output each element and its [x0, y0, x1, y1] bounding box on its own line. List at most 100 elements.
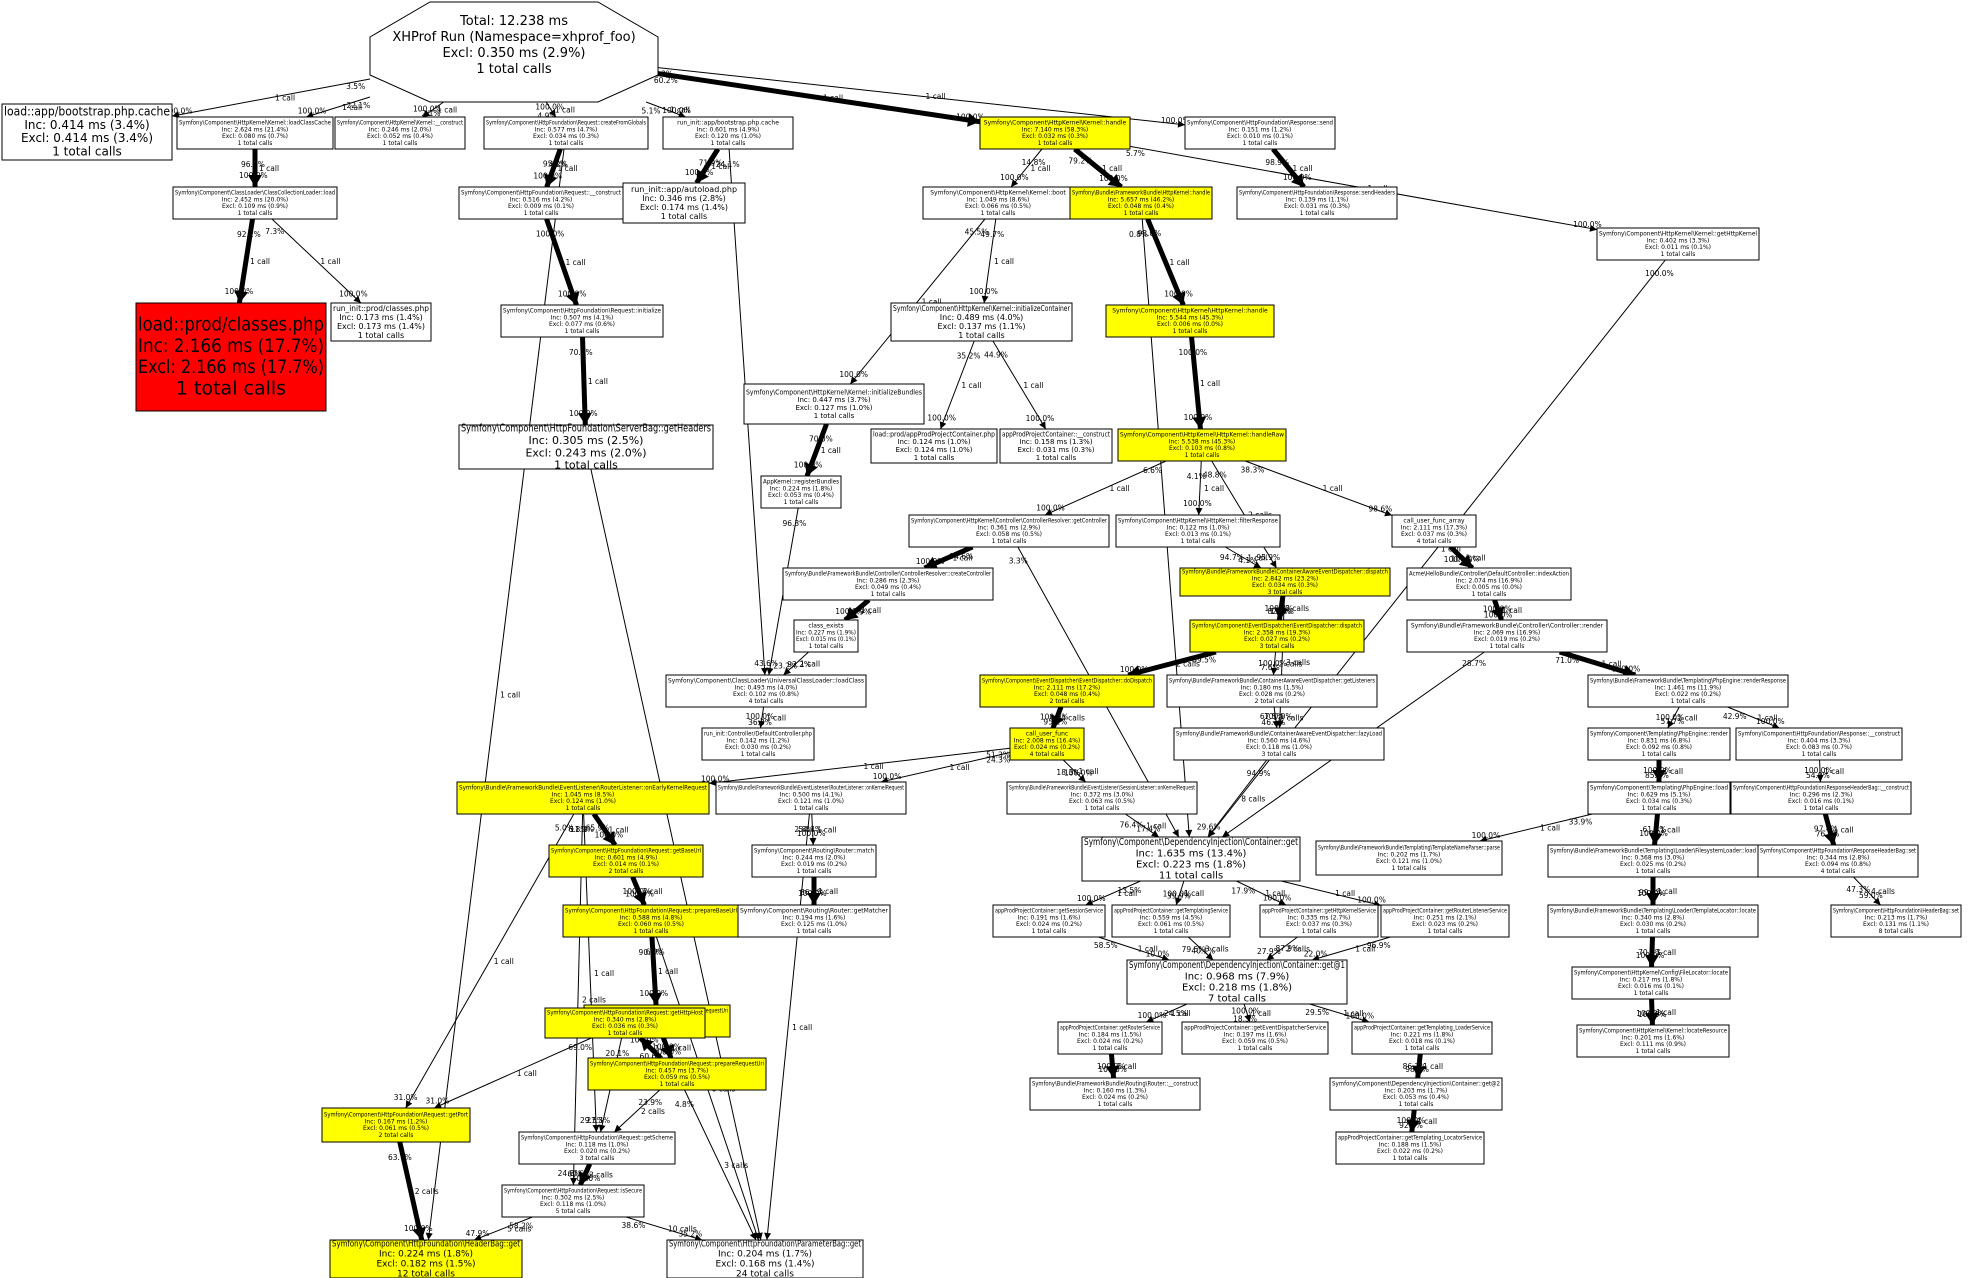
root-node[interactable]: Total: 12.238 ms XHProf Run (Namespace=x… — [369, 1, 659, 103]
node-kernel_construct[interactable]: Symfony\Component\HttpKernel\Kernel::__c… — [334, 116, 466, 150]
node-exclusive-time: Excl: 0.111 ms (0.9%) — [1620, 1041, 1686, 1048]
node-initializeBundles[interactable]: Symfony\Component\HttpKernel\Kernel::ini… — [743, 383, 925, 425]
node-createController[interactable]: Symfony\Bundle\FrameworkBundle\Controlle… — [782, 567, 994, 601]
node-container_construct[interactable]: appProdProjectContainer::__constructInc:… — [999, 428, 1113, 464]
node-controller_render[interactable]: Symfony\Bundle\FrameworkBundle\Controlle… — [1406, 619, 1608, 653]
node-filterResponse[interactable]: Symfony\Component\HttpKernel\HttpKernel:… — [1115, 514, 1281, 548]
node-isSecure[interactable]: Symfony\Component\HttpFoundation\Request… — [501, 1184, 645, 1218]
node-kernel_boot[interactable]: Symfony\Component\HttpKernel\Kernel::boo… — [922, 186, 1074, 220]
node-getScheme[interactable]: Symfony\Component\HttpFoundation\Request… — [518, 1131, 676, 1165]
node-headerBag_set[interactable]: Symfony\Component\HttpFoundation\HeaderB… — [1830, 904, 1962, 938]
node-router_match[interactable]: Symfony\Component\Routing\Router::matchI… — [751, 844, 877, 878]
edge-arrowhead — [1107, 173, 1122, 187]
node-container_get2[interactable]: Symfony\Component\DependencyInjection\Co… — [1329, 1077, 1503, 1111]
node-loadClassCache[interactable]: Symfony\Component\HttpKernel\Kernel::loa… — [176, 116, 334, 150]
node-load_container[interactable]: load::prod/appProdProjectContainer.phpIn… — [870, 428, 998, 464]
node-httpkernel_handle3[interactable]: Symfony\Component\HttpKernel\HttpKernel:… — [1105, 304, 1275, 338]
node-universalClassLoader[interactable]: Symfony\Component\ClassLoader\UniversalC… — [665, 674, 867, 708]
node-locateResource[interactable]: Symfony\Component\HttpKernel\Kernel::loc… — [1576, 1024, 1730, 1058]
node-runinit_defaultController[interactable]: run_init::Controller/DefaultController.p… — [701, 727, 815, 761]
node-responseHeaderBag_construct[interactable]: Symfony\Component\HttpFoundation\Respons… — [1730, 781, 1912, 815]
node-getTemplating_LoaderService[interactable]: appProdProjectContainer::getTemplating_L… — [1351, 1021, 1493, 1055]
node-getSessionService[interactable]: appProdProjectContainer::getSessionServi… — [992, 904, 1106, 938]
edge-tail-percent: 99.1% — [1639, 888, 1663, 897]
node-eventDispatcher_dispatch[interactable]: Symfony\Component\EventDispatcher\EventD… — [1189, 619, 1365, 653]
node-box — [622, 182, 746, 224]
node-request_initialize[interactable]: Symfony\Component\HttpFoundation\Request… — [500, 304, 664, 338]
node-parameterBag_get[interactable]: Symfony\Component\HttpFoundation\Paramet… — [666, 1239, 864, 1278]
node-getRouterListenerService[interactable]: appProdProjectContainer::getRouterListen… — [1380, 904, 1510, 938]
node-box — [458, 186, 624, 220]
node-container_get[interactable]: Symfony\Component\DependencyInjection\Co… — [1081, 836, 1301, 882]
node-call-count: 1 total calls — [608, 1030, 643, 1037]
node-serverbag_getHeaders[interactable]: Symfony\Component\HttpFoundation\ServerB… — [458, 422, 714, 472]
edge-call-count: 1 call — [817, 826, 837, 835]
node-httpkernel_handle[interactable]: Symfony\Component\HttpKernel\Kernel::han… — [979, 116, 1131, 150]
node-phpEngine_load[interactable]: Symfony\Component\Templating\PhpEngine::… — [1587, 781, 1731, 815]
node-call-count: 1 total calls — [1642, 805, 1677, 812]
node-onKernelRequest[interactable]: Symfony\Bundle\FrameworkBundle\EventList… — [715, 781, 907, 815]
node-getHttpKernel[interactable]: Symfony\Component\HttpKernel\Kernel::get… — [1596, 227, 1760, 261]
node-createFromGlobals[interactable]: Symfony\Component\HttpFoundation\Request… — [483, 116, 649, 150]
node-filesystemLoader_load[interactable]: Symfony\Bundle\FrameworkBundle\Templatin… — [1547, 844, 1759, 878]
node-getListeners[interactable]: Symfony\Bundle\FrameworkBundle\Container… — [1166, 674, 1378, 708]
node-response_construct[interactable]: Symfony\Component\HttpFoundation\Respons… — [1735, 727, 1903, 761]
node-prepareBaseUrl[interactable]: Symfony\Component\HttpFoundation\Request… — [562, 904, 740, 938]
node-defaultController_index[interactable]: Acme\HelloBundle\Controller\DefaultContr… — [1406, 567, 1572, 601]
node-templating_renderResponse[interactable]: Symfony\Bundle\FrameworkBundle\Templatin… — [1587, 674, 1789, 708]
node-getBaseUrl[interactable]: Symfony\Component\HttpFoundation\Request… — [548, 844, 704, 878]
node-lazyLoad[interactable]: Symfony\Bundle\FrameworkBundle\Container… — [1173, 727, 1385, 761]
node-sessionListener[interactable]: Symfony\Bundle\FrameworkBundle\EventList… — [1006, 781, 1198, 815]
node-phpEngine_render[interactable]: Symfony\Component\Templating\PhpEngine::… — [1587, 727, 1731, 761]
edge-arrowhead — [850, 376, 858, 384]
node-getMatcher[interactable]: Symfony\Component\Routing\Router::getMat… — [737, 904, 891, 938]
node-call-count: 3 total calls — [1262, 751, 1297, 758]
node-getHttpHost[interactable]: Symfony\Component\HttpFoundation\Request… — [544, 1007, 706, 1039]
node-doDispatch[interactable]: Symfony\Component\EventDispatcher\EventD… — [979, 674, 1155, 708]
node-responseHeaderBag_set[interactable]: Symfony\Component\HttpFoundation\Respons… — [1757, 844, 1919, 878]
node-templateLocator_locate[interactable]: Symfony\Bundle\FrameworkBundle\Templatin… — [1547, 904, 1759, 938]
node-classCollectionLoader[interactable]: Symfony\Component\ClassLoader\ClassColle… — [172, 186, 338, 220]
node-getEventDispatcherService[interactable]: appProdProjectContainer::getEventDispatc… — [1181, 1021, 1329, 1055]
edge-tail-percent: 94.9% — [847, 607, 871, 616]
node-getRouterService[interactable]: appProdProjectContainer::getRouterServic… — [1057, 1021, 1163, 1055]
node-inclusive-time: Inc: 0.968 ms (7.9%) — [1185, 971, 1290, 982]
edge-line — [684, 1089, 757, 1241]
node-containerAwareDispatch[interactable]: Symfony\Bundle\FrameworkBundle\Container… — [1179, 567, 1391, 597]
edge-line — [1558, 649, 1637, 678]
edge-tail-percent: 100.0% — [1484, 610, 1513, 619]
edge-tail-percent: 60.2% — [654, 76, 678, 85]
node-onEarlyKernelRequest[interactable]: Symfony\Bundle\FrameworkBundle\EventList… — [456, 781, 710, 815]
edge-tail-percent: 17.5% — [1270, 607, 1294, 616]
edge-call-count: 1 call — [1031, 164, 1051, 173]
node-getTemplatingService[interactable]: appProdProjectContainer::getTemplatingSe… — [1111, 904, 1231, 938]
node-getController[interactable]: Symfony\Component\HttpKernel\Controller\… — [908, 514, 1110, 548]
node-initializeContainer[interactable]: Symfony\Component\HttpKernel\Kernel::ini… — [890, 302, 1073, 342]
node-fileLocator_locate[interactable]: Symfony\Component\HttpKernel\Config\File… — [1571, 966, 1731, 1000]
edge-head-percent: 27.3% — [586, 1116, 610, 1125]
node-router_construct[interactable]: Symfony\Bundle\FrameworkBundle\Routing\R… — [1029, 1077, 1201, 1111]
node-headerBag_get[interactable]: Symfony\Component\HttpFoundation\HeaderB… — [329, 1239, 523, 1278]
node-httpkernel_handle2[interactable]: Symfony\Bundle\FrameworkBundle\HttpKerne… — [1069, 186, 1213, 220]
node-exclusive-time: Excl: 0.020 ms (0.2%) — [564, 1148, 630, 1155]
node-handleRaw[interactable]: Symfony\Component\HttpKernel\HttpKernel:… — [1117, 428, 1287, 462]
node-sendHeaders[interactable]: Symfony\Component\HttpFoundation\Respons… — [1236, 186, 1398, 220]
node-request_construct[interactable]: Symfony\Component\HttpFoundation\Request… — [458, 186, 624, 220]
node-getHttpKernelService[interactable]: appProdProjectContainer::getHttpKernelSe… — [1259, 904, 1379, 938]
node-prepareRequestUri[interactable]: Symfony\Component\HttpFoundation\Request… — [587, 1057, 767, 1091]
node-container_get1[interactable]: Symfony\Component\DependencyInjection\Co… — [1126, 959, 1348, 1005]
node-response_send[interactable]: Symfony\Component\HttpFoundation\Respons… — [1184, 116, 1336, 150]
node-getTemplating_LocatorService[interactable]: appProdProjectContainer::getTemplating_L… — [1335, 1131, 1485, 1165]
node-getPort[interactable]: Symfony\Component\HttpFoundation\Request… — [321, 1107, 471, 1143]
node-templateNameParser[interactable]: Symfony\Bundle\FrameworkBundle\Templatin… — [1315, 840, 1503, 876]
